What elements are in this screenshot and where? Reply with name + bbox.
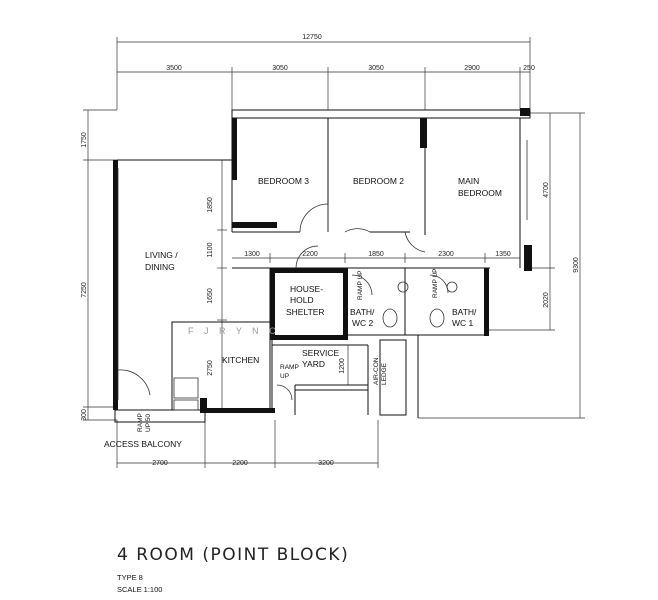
label-access-balcony: ACCESS BALCONY xyxy=(104,439,182,449)
dim-right-1: 4700 xyxy=(543,182,550,198)
label-living-1: LIVING / xyxy=(145,250,178,260)
dimension-labels: 12750 3500 3050 3050 2900 250 2700 2200 … xyxy=(81,34,580,467)
label-bedroom-3: BEDROOM 3 xyxy=(258,176,309,186)
plan-type: TYPE 8 xyxy=(117,573,143,582)
dim-bottom-2: 2200 xyxy=(232,460,248,467)
dim-inner-8: 1650 xyxy=(207,288,214,304)
dim-left-3: 300 xyxy=(81,409,88,421)
label-aircon-2: LEDGE xyxy=(381,362,388,385)
label-bath2-2: WC 2 xyxy=(352,318,374,328)
dim-bottom-3: 3200 xyxy=(318,460,334,467)
door-swings xyxy=(117,203,449,401)
label-household-1: HOUSE- xyxy=(290,284,323,294)
dimension-lines xyxy=(83,37,585,468)
label-bedroom-2: BEDROOM 2 xyxy=(353,176,404,186)
label-kitchen: KITCHEN xyxy=(222,355,259,365)
dim-right-2: 2020 xyxy=(543,292,550,308)
label-up-service: UP xyxy=(280,373,289,380)
dim-top-3: 3050 xyxy=(368,65,384,72)
plan-scale: SCALE 1:100 xyxy=(117,585,163,594)
label-aircon-1: AIR-CON xyxy=(373,357,380,385)
dim-right-3: 9300 xyxy=(573,257,580,273)
label-main-bedroom-2: BEDROOM xyxy=(458,188,502,198)
dim-inner-5: 1350 xyxy=(495,251,511,258)
label-bath1-1: BATH/ xyxy=(452,307,477,317)
dim-inner-2: 2200 xyxy=(302,251,318,258)
dim-overall: 12750 xyxy=(302,34,322,41)
label-household-3: SHELTER xyxy=(286,307,325,317)
walls-thin xyxy=(114,109,531,423)
dim-inner-4: 2300 xyxy=(438,251,454,258)
label-household-2: HOLD xyxy=(290,295,314,305)
room-labels: BEDROOM 3 BEDROOM 2 MAIN BEDROOM LIVING … xyxy=(104,176,502,449)
dim-top-2: 3050 xyxy=(272,65,288,72)
dim-top-5: 250 xyxy=(523,65,535,72)
dim-inner-3: 1850 xyxy=(368,251,384,258)
dim-inner-10: 1200 xyxy=(339,358,346,374)
label-bath1-2: WC 1 xyxy=(452,318,474,328)
label-ramp-up-bath1: RAMP UP xyxy=(432,269,439,299)
dim-top-1: 3500 xyxy=(166,65,182,72)
label-living-2: DINING xyxy=(145,262,175,272)
dim-inner-9: 2750 xyxy=(207,360,214,376)
label-main-bedroom-1: MAIN xyxy=(458,176,479,186)
walls-thick xyxy=(113,108,532,413)
label-ramp-service: RAMP xyxy=(280,364,299,371)
dim-left-2: 7250 xyxy=(81,282,88,298)
fixtures xyxy=(117,140,528,411)
dim-inner-7: 1100 xyxy=(207,242,214,257)
dim-inner-1: 1300 xyxy=(244,251,260,258)
label-bath2-1: BATH/ xyxy=(350,307,375,317)
label-up50-balcony: UP 50 xyxy=(145,414,152,432)
plan-title: 4 ROOM (POINT BLOCK) xyxy=(117,545,350,565)
dim-top-4: 2900 xyxy=(464,65,480,72)
label-ramp-balcony: RAMP xyxy=(137,413,144,432)
label-ramp-up-bath2: RAMP UP xyxy=(357,271,364,301)
dim-bottom-1: 2700 xyxy=(152,460,168,467)
label-service-2: YARD xyxy=(302,359,325,369)
dim-inner-6: 1850 xyxy=(207,197,214,213)
watermark: F J R Y N C xyxy=(188,326,280,336)
dim-left-1: 1750 xyxy=(81,132,88,148)
label-service-1: SERVICE xyxy=(302,348,339,358)
